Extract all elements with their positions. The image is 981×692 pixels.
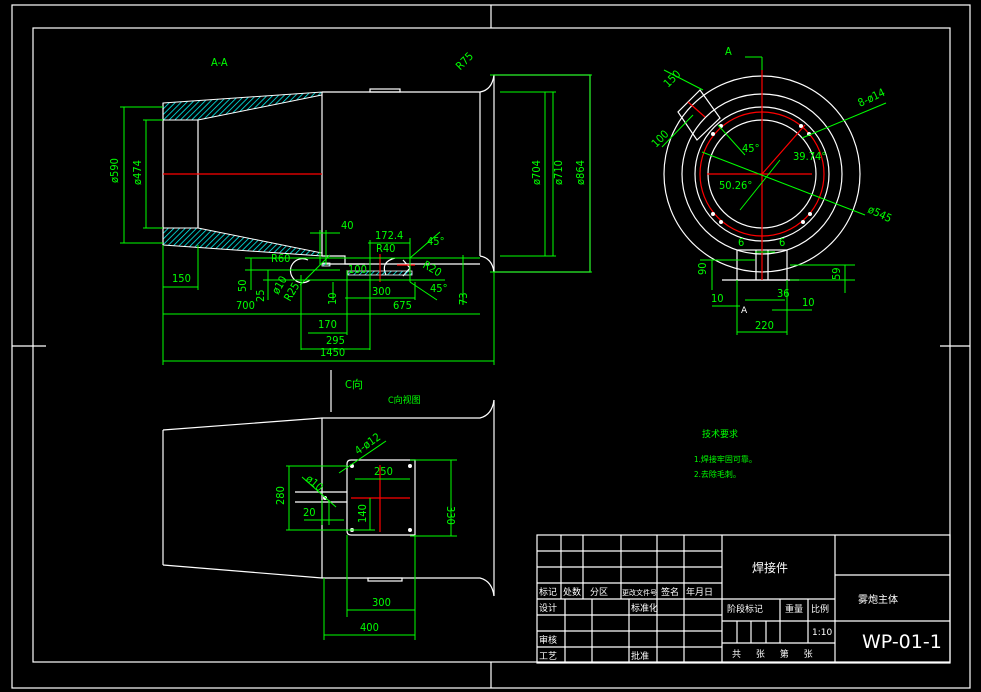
dim-1450: 1450 [320, 346, 345, 359]
tb-stage: 阶段标记 [727, 603, 763, 615]
dim-r60: R60 [271, 252, 290, 265]
dim-45a: 45° [427, 235, 445, 248]
title-block: 标记 处数 分区 更改文件号 签名 年月日 设计 标准化 审核 工艺 批准 焊接… [536, 534, 951, 664]
dim-50-26: 50.26° [719, 179, 752, 192]
tb-mark: 标记 [539, 586, 557, 598]
tb-approve: 批准 [631, 650, 649, 662]
tech-item-1: 1.焊接牢固可靠。 [694, 454, 757, 464]
technical-requirements: 技术要求 1.焊接牢固可靠。 2.去除毛刺。 [694, 428, 757, 479]
tech-item-2: 2.去除毛刺。 [694, 469, 741, 479]
dim-330: 330 [444, 506, 457, 525]
inner-border [32, 27, 951, 663]
dim-90: 90 [696, 262, 709, 275]
dim-20: 20 [303, 506, 316, 519]
view-c-arrow-label: C向 [345, 377, 363, 391]
tb-material: 焊接件 [752, 560, 788, 575]
tb-doc: 更改文件号 [622, 588, 657, 597]
section-view-a-a: A-A R75 ø590 ø474 ø704 ø710 ø864 150 40 … [108, 50, 592, 365]
dim-59: 59 [830, 267, 843, 280]
dim-d474: ø474 [131, 160, 144, 185]
dim-150: 150 [172, 272, 191, 285]
section-mark-a: A [741, 306, 748, 316]
dim-r75: R75 [453, 50, 476, 73]
cone-hatch-top [162, 91, 323, 121]
tb-count: 处数 [563, 586, 581, 598]
end-view: A 150 100 8-ø14 45° 39.74° 50.26° ø545 6… [649, 45, 894, 335]
dim-280: 280 [274, 486, 287, 505]
dim-675: 675 [393, 299, 412, 312]
cone-hatch-bottom [162, 227, 323, 257]
tb-scale: 1:10 [812, 628, 832, 638]
dim-45: 45° [742, 142, 760, 155]
dim-d590: ø590 [108, 158, 121, 183]
view-c-title: C向视图 [388, 394, 421, 406]
dim-10b: 10 [802, 296, 815, 309]
dim-d864: ø864 [574, 160, 587, 185]
dim-6a: 6 [738, 236, 744, 249]
center-marks [12, 5, 970, 688]
end-view-label: A [725, 45, 732, 58]
dim-50: 50 [236, 279, 249, 292]
tb-part-name: 雾炮主体 [858, 593, 898, 606]
dim-295: 295 [326, 334, 345, 347]
dim-140: 140 [356, 504, 369, 523]
tb-standard: 标准化 [631, 602, 658, 614]
tb-sheets: 共 张 第 张 [732, 648, 813, 660]
dim-172-4: 172.4 [375, 229, 403, 242]
dim-400: 400 [360, 621, 379, 634]
tech-title: 技术要求 [702, 428, 738, 440]
dim-45b: 45° [430, 282, 448, 295]
view-c: C向 C向视图 4-ø12 ø10 250 280 330 20 140 300… [162, 370, 495, 640]
dim-d704: ø704 [530, 160, 543, 185]
dim-d710: ø710 [552, 160, 565, 185]
dim-220: 220 [755, 319, 774, 332]
dim-40: 40 [341, 219, 354, 232]
dim-10: 10 [326, 292, 339, 305]
dim-8-holes: 8-ø14 [856, 86, 887, 110]
dim-d545: ø545 [866, 203, 894, 225]
tb-sign: 签名 [661, 586, 679, 598]
dim-25: 25 [254, 289, 267, 302]
dim-300: 300 [372, 596, 391, 609]
dim-300: 300 [372, 285, 391, 298]
tb-design: 设计 [539, 602, 557, 614]
dim-36: 36 [777, 287, 790, 300]
tb-scale-label: 比例 [811, 603, 829, 615]
dim-r40: R40 [376, 242, 395, 255]
tb-process: 工艺 [539, 651, 557, 662]
tb-weight: 重量 [785, 603, 803, 615]
tb-zone: 分区 [590, 587, 608, 598]
dim-39-74: 39.74° [793, 150, 826, 163]
dim-r20: R20 [421, 258, 444, 279]
dim-150: 150 [661, 68, 684, 91]
dim-73: 73 [457, 292, 470, 305]
bolt-holes [711, 124, 812, 224]
tb-date: 年月日 [686, 586, 713, 598]
dim-170: 170 [318, 318, 337, 331]
dim-700: 700 [236, 299, 255, 312]
dim-10a: 10 [711, 292, 724, 305]
section-label: A-A [211, 56, 228, 69]
tb-drawing-no: WP-01-1 [862, 631, 942, 653]
dim-250: 250 [374, 465, 393, 478]
dim-100: 100 [348, 263, 367, 276]
tb-review: 审核 [539, 634, 557, 646]
dim-6b: 6 [779, 236, 785, 249]
